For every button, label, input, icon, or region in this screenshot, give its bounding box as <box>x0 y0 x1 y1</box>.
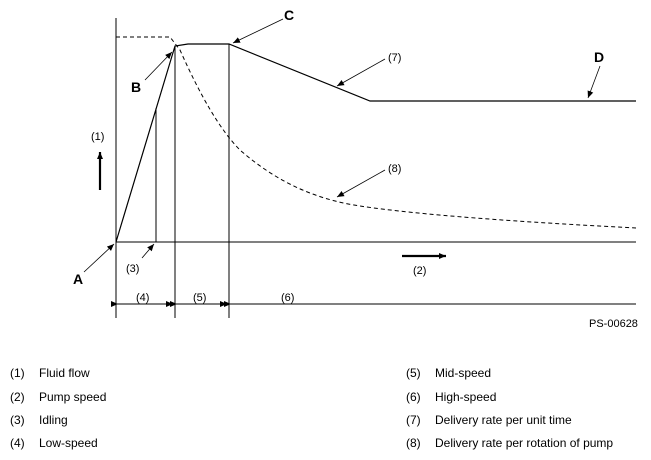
leader-C <box>232 18 284 44</box>
legend-num: (5) <box>406 366 421 380</box>
label-D: D <box>594 49 604 65</box>
label-1: (1) <box>91 131 104 143</box>
legend-text: Delivery rate per rotation of pump <box>435 436 614 450</box>
label-C: C <box>284 7 294 23</box>
leader-8 <box>336 169 386 198</box>
figure-code: PS-00628 <box>589 318 638 330</box>
delivery-per-unit-time-curve <box>115 43 636 243</box>
legend-text: Low-speed <box>39 436 98 450</box>
legend-num: (8) <box>406 436 421 450</box>
label-5: (5) <box>193 292 206 304</box>
label-A: A <box>73 271 83 287</box>
label-6: (6) <box>281 292 294 304</box>
leader-B <box>144 51 173 81</box>
legend-num: (6) <box>406 390 421 404</box>
legend-text: Delivery rate per unit time <box>435 413 572 427</box>
legend-text: Pump speed <box>39 390 107 404</box>
legend-num: (3) <box>10 413 25 427</box>
legend-num: (1) <box>10 366 25 380</box>
label-B: B <box>131 79 141 95</box>
leader-7 <box>336 58 386 87</box>
label-3: (3) <box>126 263 139 275</box>
leader-A <box>83 243 115 273</box>
leader-3 <box>141 243 155 259</box>
pump-delivery-diagram: A B C D (1) (2) (3) (4) (5) (6) (7) (8) … <box>73 7 638 330</box>
legend-num: (2) <box>10 390 25 404</box>
label-8: (8) <box>388 163 401 175</box>
legend-text: Fluid flow <box>39 366 90 380</box>
legend-num: (4) <box>10 436 25 450</box>
label-4: (4) <box>136 292 149 304</box>
legend-text: Idling <box>39 413 68 427</box>
label-2: (2) <box>413 265 426 277</box>
legend-text: High-speed <box>435 390 497 404</box>
leader-D <box>587 65 601 99</box>
delivery-per-rotation-curve <box>116 36 637 229</box>
legend-text: Mid-speed <box>435 366 492 380</box>
label-7: (7) <box>388 52 401 64</box>
legend-num: (7) <box>406 413 421 427</box>
